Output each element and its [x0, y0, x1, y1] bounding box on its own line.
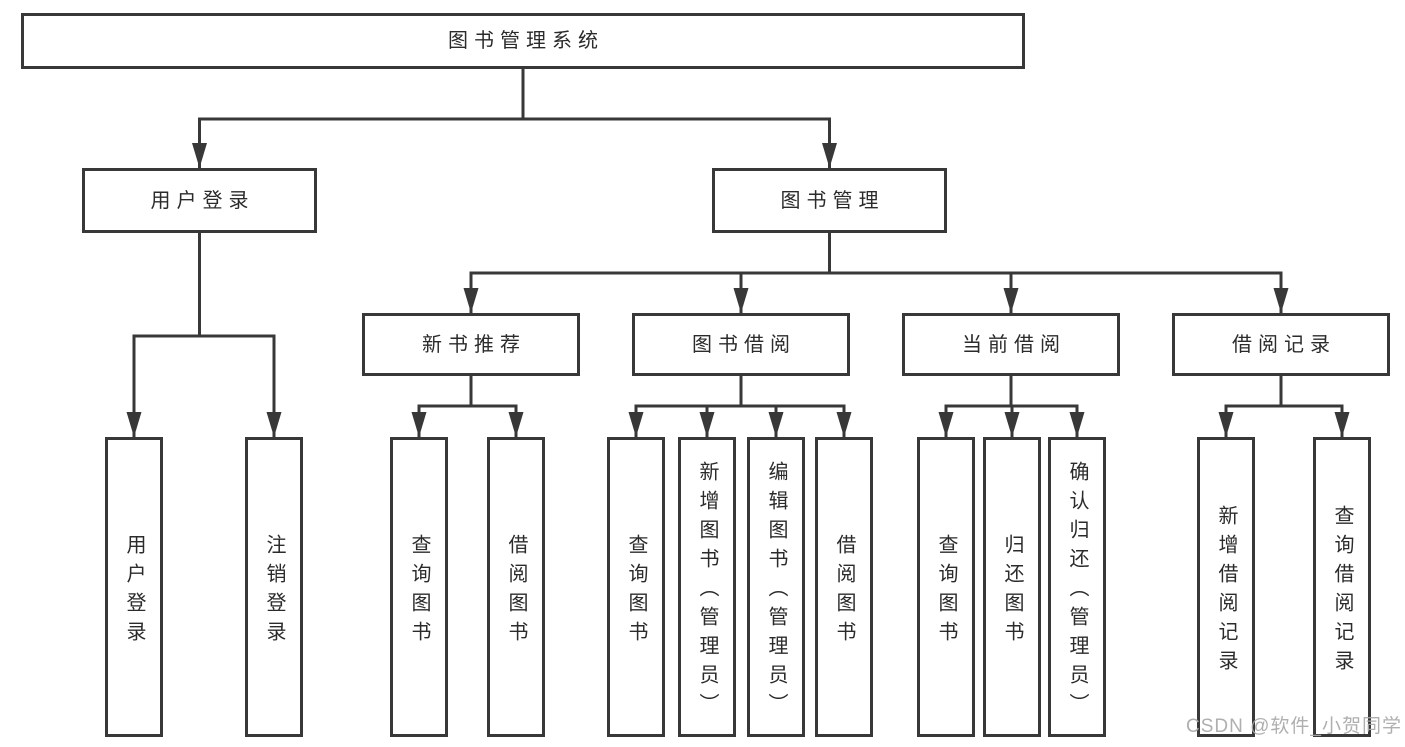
leaf-user-login: 用户登录: [105, 437, 163, 737]
leaf-return-book-label: 归还图书: [1001, 533, 1023, 650]
node-new-book-recommend-label: 新书推荐: [422, 333, 526, 356]
leaf-edit-book-admin: 编辑图书（管理员）: [747, 437, 805, 737]
watermark: CSDN @软件_小贺同学: [1186, 716, 1402, 737]
leaf-add-book-admin-label: 新增图书（管理员）: [696, 461, 718, 722]
leaf-borrow-books-borrowing: 借阅图书: [815, 437, 873, 737]
leaf-query-books-borrowing: 查询图书: [607, 437, 665, 737]
node-root-label: 图书管理系统: [448, 30, 604, 52]
leaf-edit-book-admin-label: 编辑图书（管理员）: [765, 461, 787, 722]
leaf-confirm-return-admin: 确认归还（管理员）: [1048, 437, 1106, 737]
leaf-query-borrow-record: 查询借阅记录: [1313, 437, 1371, 737]
leaf-add-book-admin: 新增图书（管理员）: [678, 437, 736, 737]
leaf-add-borrow-record-label: 新增借阅记录: [1215, 504, 1237, 679]
leaf-borrow-books-recommend: 借阅图书: [487, 437, 545, 737]
node-book-management: 图书管理: [712, 168, 947, 233]
leaf-borrow-books-recommend-label: 借阅图书: [505, 533, 527, 650]
node-root: 图书管理系统: [21, 13, 1025, 69]
leaf-query-books-borrowing-label: 查询图书: [625, 533, 647, 650]
leaf-query-books-recommend: 查询图书: [390, 437, 448, 737]
leaf-query-books-current: 查询图书: [917, 437, 975, 737]
node-book-management-label: 图书管理: [780, 189, 885, 212]
leaf-confirm-return-admin-label: 确认归还（管理员）: [1066, 461, 1088, 722]
node-current-borrowing-label: 当前借阅: [962, 333, 1066, 356]
leaf-add-borrow-record: 新增借阅记录: [1197, 437, 1255, 737]
node-book-borrowing: 图书借阅: [632, 313, 850, 376]
node-current-borrowing: 当前借阅: [902, 313, 1120, 376]
leaf-user-login-label: 用户登录: [123, 533, 145, 650]
node-borrowing-records-label: 借阅记录: [1232, 333, 1336, 356]
node-book-borrowing-label: 图书借阅: [692, 333, 796, 356]
node-user-login: 用户登录: [82, 168, 317, 233]
node-user-login-label: 用户登录: [150, 189, 255, 212]
leaf-borrow-books-borrowing-label: 借阅图书: [833, 533, 855, 650]
node-borrowing-records: 借阅记录: [1172, 313, 1390, 376]
leaf-return-book: 归还图书: [983, 437, 1041, 737]
leaf-logout: 注销登录: [245, 437, 303, 737]
leaf-query-borrow-record-label: 查询借阅记录: [1331, 504, 1353, 679]
leaf-logout-label: 注销登录: [263, 533, 285, 650]
leaf-query-books-current-label: 查询图书: [935, 533, 957, 650]
leaf-query-books-recommend-label: 查询图书: [408, 533, 430, 650]
node-new-book-recommend: 新书推荐: [362, 313, 580, 376]
